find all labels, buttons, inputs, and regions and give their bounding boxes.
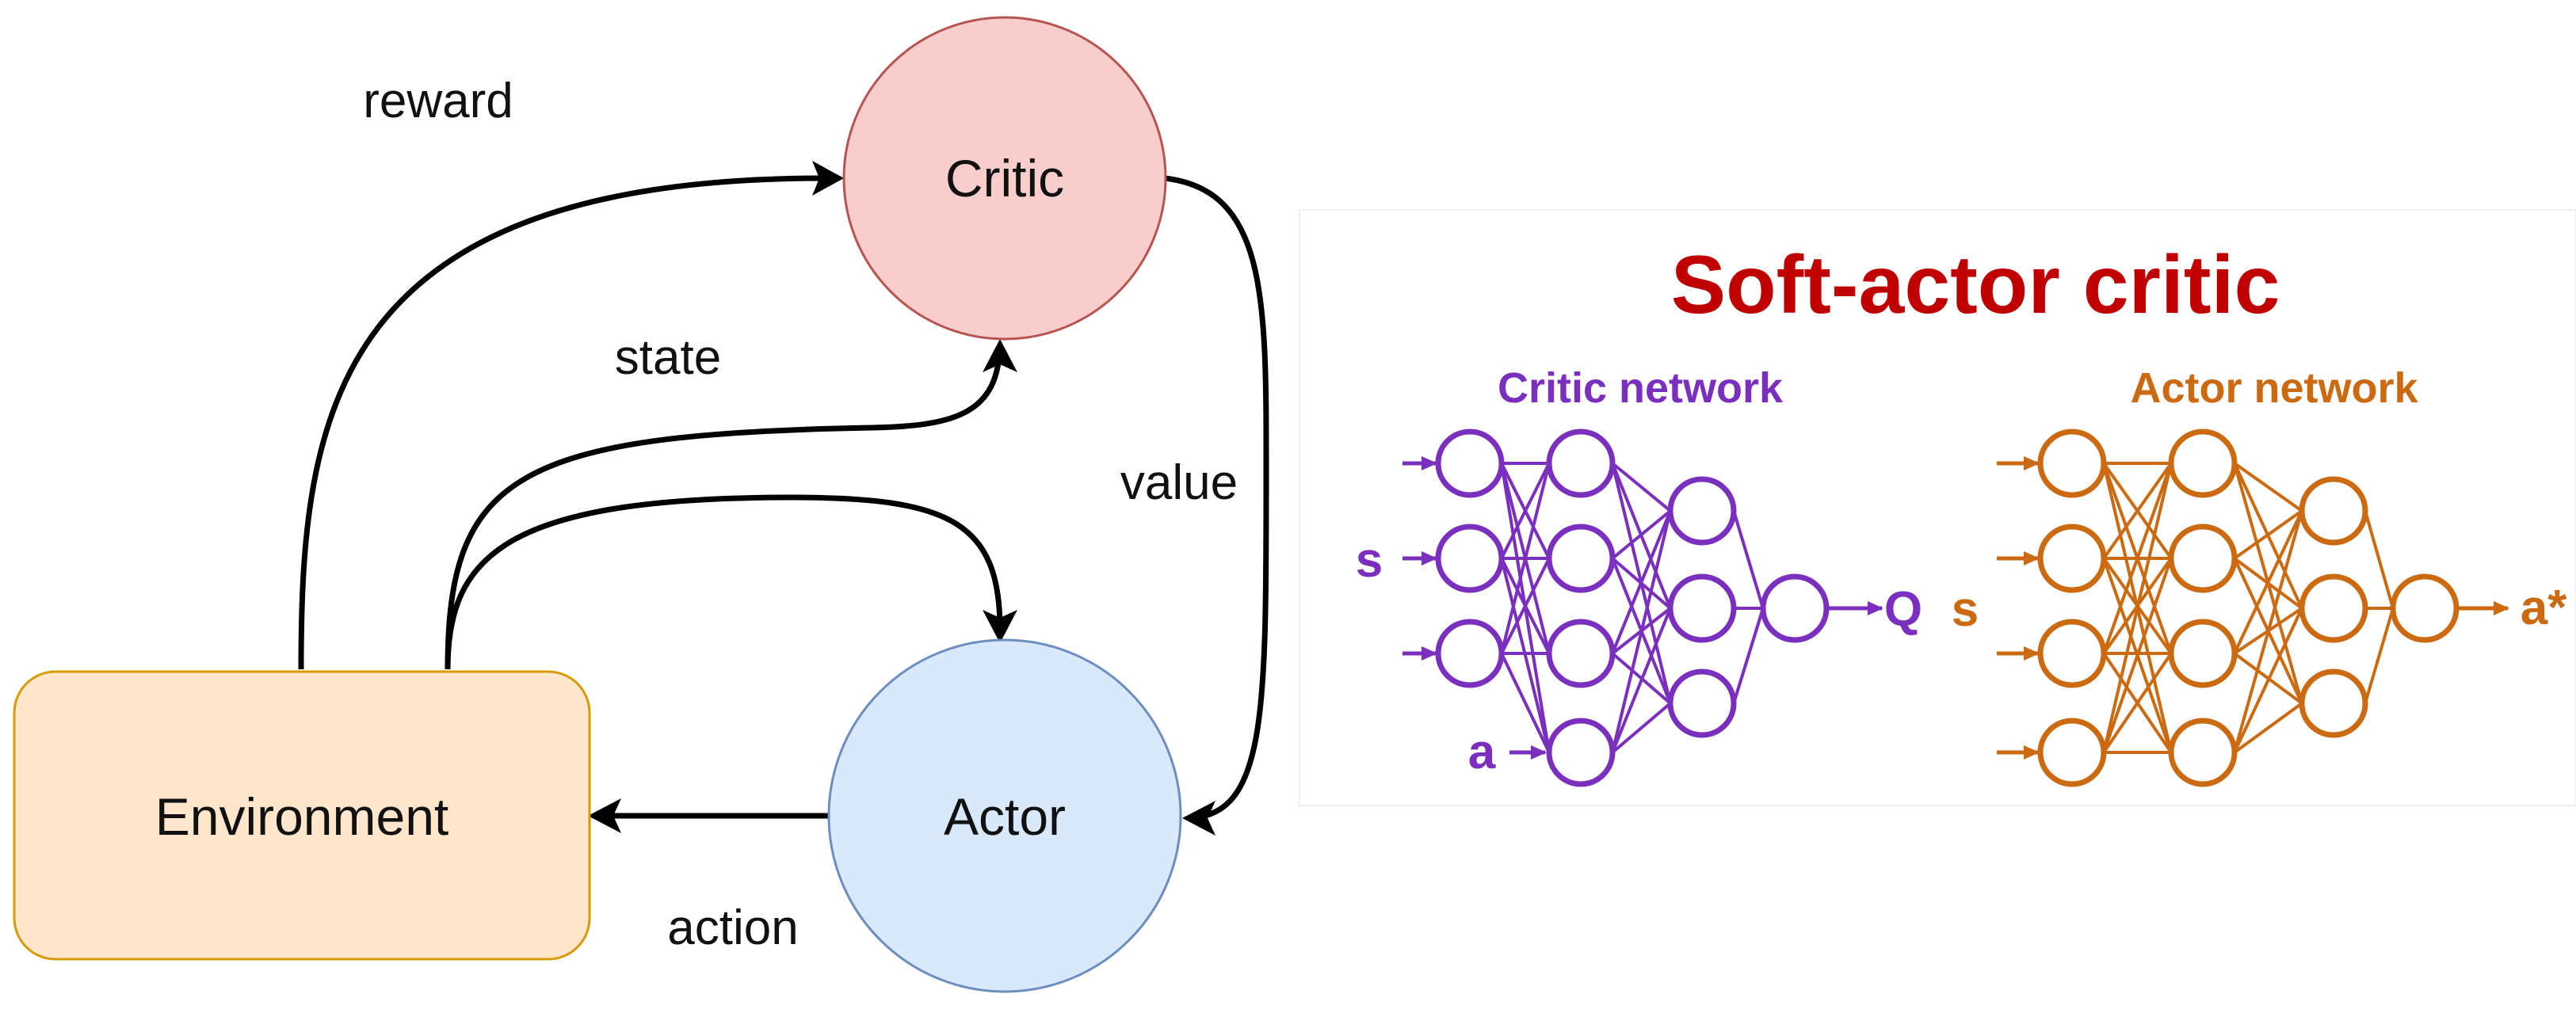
actor-net-connection [2233, 510, 2303, 654]
actor-net-connection [2233, 510, 2303, 753]
critic-net-connection [1611, 462, 1672, 512]
value-arrowhead [1182, 801, 1215, 836]
critic-net-connection [1611, 607, 1672, 753]
environment-label: Environment [155, 787, 449, 846]
actor-net-neuron [2168, 619, 2238, 688]
reward-arrowhead [812, 161, 844, 196]
critic-network-title: Critic network [1498, 364, 1784, 412]
actor-net-neuron [2168, 718, 2238, 787]
actor-net-connection [2233, 702, 2303, 754]
actor-net-neuron [2037, 428, 2107, 498]
state-critic-arrowhead [983, 339, 1017, 372]
environment-node: Environment [13, 670, 591, 961]
critic-net-neuron [1546, 619, 1616, 688]
critic-net-connection [1611, 702, 1672, 754]
actor-net-connection [2102, 652, 2173, 754]
sac-panel: Soft-actor critic Critic network Actor n… [1299, 209, 2576, 806]
actor-network-title: Actor network [2130, 364, 2418, 412]
value-label: value [1120, 455, 1238, 510]
critic-net-connection [1500, 558, 1551, 753]
actor-net-neuron [2037, 718, 2107, 787]
critic-net-neuron [1435, 524, 1505, 593]
state-actor-arrowhead [983, 610, 1017, 643]
state-label: state [615, 330, 721, 385]
critic-net-connection [1732, 510, 1765, 609]
critic-net-neuron [1435, 428, 1505, 498]
actor-net-neuron [2299, 573, 2368, 643]
actor-input-s: s [1952, 582, 1979, 637]
critic-net-connection [1611, 509, 1672, 560]
critic-net-neuron [1435, 619, 1505, 688]
critic-input-a: a [1468, 725, 1496, 779]
critic-net-connection [1500, 653, 1551, 753]
actor-output-a-star: a* [2521, 581, 2567, 635]
actor-net-connection [2233, 462, 2303, 512]
actor-net-connection [2102, 463, 2173, 654]
actor-net-neuron [2168, 524, 2238, 593]
critic-net-neuron [1667, 476, 1737, 546]
critic-net-connection [1611, 510, 1672, 753]
sac-title: Soft-actor critic [1671, 239, 2280, 331]
value-edge [1164, 175, 1269, 821]
actor-net-connection [2102, 463, 2173, 753]
actor-net-neuron [2299, 668, 2368, 738]
actor-net-connection [2233, 509, 2303, 560]
actor-net-neuron [2037, 619, 2107, 688]
critic-net-connection [1500, 463, 1551, 654]
actor-net-connection [2102, 558, 2173, 753]
reward-edge [298, 174, 826, 670]
critic-net-neuron [1667, 573, 1737, 643]
critic-net-neuron [1546, 718, 1616, 787]
actor-net-connection [2364, 607, 2395, 704]
critic-net-connection [1611, 510, 1672, 654]
critic-node: Critic [842, 16, 1167, 341]
reward-label: reward [363, 74, 513, 128]
critic-net-neuron [1546, 428, 1616, 498]
actor-net-connection [2364, 510, 2395, 609]
critic-input-s: s [1356, 533, 1383, 588]
critic-output-q: Q [1884, 582, 1922, 637]
critic-net-neuron [1667, 668, 1737, 738]
actor-node: Actor [827, 638, 1182, 993]
actor-network [1997, 428, 2509, 787]
critic-net-connection [1500, 463, 1551, 559]
actor-label: Actor [944, 787, 1066, 846]
critic-net-neuron [1760, 573, 1830, 643]
critic-net-neuron [1546, 524, 1616, 593]
actor-net-neuron [2390, 573, 2460, 643]
actor-critic-loop: Critic Actor Environment reward state va… [13, 16, 1269, 993]
actor-net-neuron [2168, 428, 2238, 498]
critic-net-connection [1732, 607, 1765, 704]
critic-net-connection [1500, 558, 1551, 654]
actor-net-connection [2233, 607, 2303, 753]
state-edge-to-actor [445, 494, 1003, 670]
critic-network [1402, 428, 1883, 787]
actor-net-connection [2102, 462, 2173, 560]
critic-label: Critic [945, 149, 1064, 208]
state-edge-to-critic [445, 344, 1003, 670]
actor-net-neuron [2299, 476, 2368, 546]
action-arrowhead [588, 798, 621, 833]
action-label: action [667, 901, 798, 955]
actor-net-neuron [2037, 524, 2107, 593]
